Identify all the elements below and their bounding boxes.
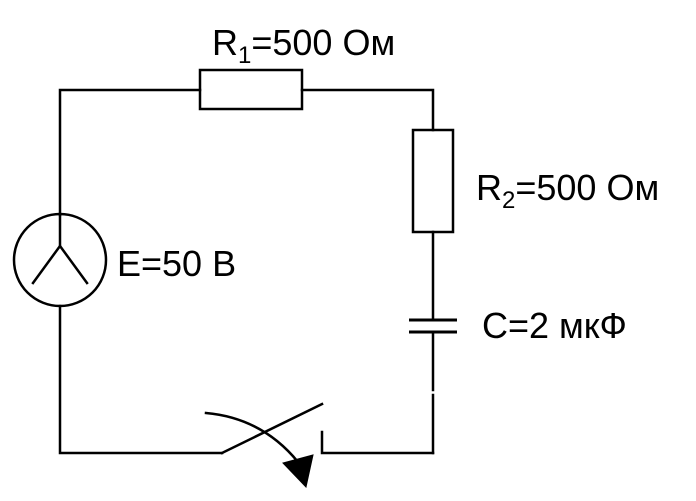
switch-blade (220, 402, 324, 455)
label-r2: R2=500 Ом (476, 167, 659, 214)
voltage-source (12, 212, 108, 308)
label-r1: R1=500 Ом (212, 22, 395, 69)
resistor-r1 (198, 68, 304, 111)
label-r2-symbol: R (476, 167, 502, 208)
label-e: E=50 В (117, 243, 236, 284)
resistor-r2 (411, 128, 455, 234)
switch (204, 402, 324, 489)
wire-top-right (300, 88, 435, 132)
wire-bottom-right (320, 430, 435, 455)
label-r2-subscript: 2 (502, 187, 515, 214)
wire-top-left (58, 88, 202, 217)
switch-arrow-head (282, 454, 314, 489)
capacitor (409, 318, 457, 334)
label-r1-subscript: 1 (238, 42, 251, 69)
wires (58, 88, 435, 455)
label-r2-value: =500 Ом (515, 167, 659, 208)
source-arrow-symbol (31, 243, 89, 285)
label-c: C=2 мкФ (482, 305, 627, 346)
wire-bottom-left (58, 304, 224, 455)
label-r1-value: =500 Ом (251, 22, 395, 63)
label-r1-symbol: R (212, 22, 238, 63)
switch-closing-arc (204, 411, 300, 464)
